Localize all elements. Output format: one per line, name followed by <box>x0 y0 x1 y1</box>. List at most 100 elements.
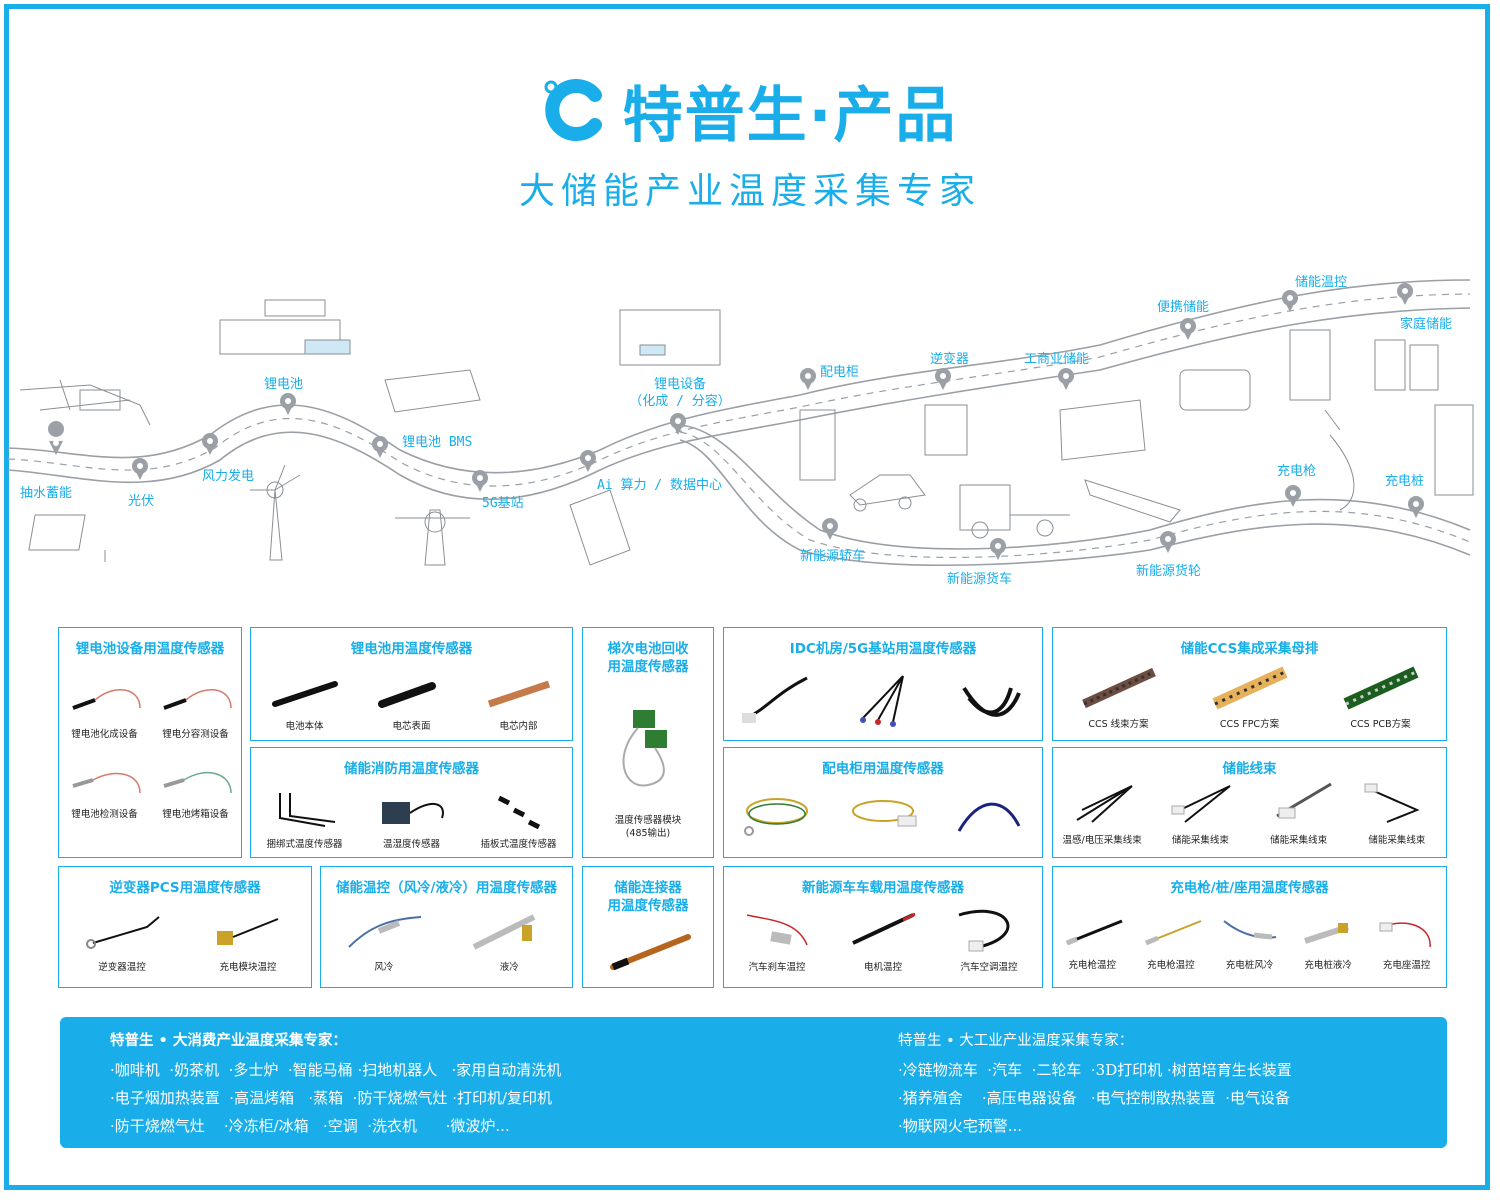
map-label-home: 家庭储能 <box>1400 317 1453 332</box>
map-label-truck: 新能源货车 <box>947 572 1013 587</box>
card-title-line-1: 储能连接器 <box>614 880 682 896</box>
card-vehicle: 新能源车车载用温度传感器 汽车刹车温控 电机温控 汽车空调温控 <box>723 866 1043 988</box>
map-label-pumped: 抽水蓄能 <box>20 486 73 501</box>
card-battery-recycling: 梯次电池回收用温度传感器 温度传感器模块 (485输出) <box>582 627 714 858</box>
card-battery-equipment: 锂电池设备用温度传感器 锂电池化成设备 锂电分容测设备 锂电池检测设备 锂电池烤… <box>58 627 242 858</box>
map-label-battery: 锂电池 <box>264 377 304 392</box>
item-caption: 汽车空调温控 <box>960 962 1018 973</box>
footer-consumer: 特普生 • 大消费产业温度采集专家： ·咖啡机 ·奶茶机 ·多士炉 ·智能马桶 … <box>110 1029 561 1140</box>
card-title: 储能连接器用温度传感器 <box>583 879 713 915</box>
item-caption: 风冷 <box>374 962 394 973</box>
footer-consumer-line: ·电子烟加热装置 ·高温烤箱 ·蒸箱 ·防干烧燃气灶 ·打印机/复印机 <box>110 1089 553 1107</box>
map-label-bms: 锂电池 BMS <box>402 435 473 450</box>
item-caption: 电池本体 <box>285 721 324 732</box>
application-map: 抽水蓄能 光伏 风力发电 锂电池 锂电池 BMS 5G基站 锂电设备 （化成 /… <box>0 260 1500 620</box>
card-title: 储能CCS集成采集母排 <box>1180 641 1319 657</box>
footer-consumer-head: 特普生 • 大消费产业温度采集专家： <box>110 1033 347 1049</box>
card-ccs-busbar: 储能CCS集成采集母排 CCS 线束方案 CCS FPC方案 CCS PCB方案 <box>1052 627 1447 741</box>
celsius-logo-icon <box>543 79 605 141</box>
footer-industrial-line: ·物联网火宅预警... <box>898 1117 1023 1135</box>
card-title: 梯次电池回收用温度传感器 <box>583 640 713 676</box>
map-label-ai: Ai 算力 / 数据中心 <box>597 478 722 493</box>
map-label-wind: 风力发电 <box>202 469 255 484</box>
card-title-line-2: 用温度传感器 <box>607 659 689 675</box>
card-harness: 储能线束 温感/电压采集线束 储能采集线束 储能采集线束 储能采集线束 <box>1052 747 1447 858</box>
map-label-portable: 便携储能 <box>1157 300 1210 315</box>
footer-industrial-head: 特普生 • 大工业产业温度采集专家： <box>898 1033 1134 1049</box>
item-caption: 充电桩风冷 <box>1225 960 1274 971</box>
item-caption: 捆绑式温度传感器 <box>266 839 343 850</box>
header: 特普生·产品 <box>0 70 1500 151</box>
card-title: 锂电池用温度传感器 <box>350 641 473 657</box>
item-caption: 充电枪温控 <box>1147 960 1195 971</box>
sensor-module-image <box>622 710 667 787</box>
item-caption: CCS FPC方案 <box>1219 719 1280 730</box>
card-title: 储能消防用温度传感器 <box>344 761 479 777</box>
footer-banner: 特普生 • 大消费产业温度采集专家： ·咖啡机 ·奶茶机 ·多士炉 ·智能马桶 … <box>60 1017 1447 1148</box>
card-title: 充电枪/桩/座用温度传感器 <box>1170 880 1329 896</box>
card-thermal-control: 储能温控（风冷/液冷）用温度传感器 风冷 液冷 <box>320 866 573 988</box>
card-distribution: 配电柜用温度传感器 <box>723 747 1043 858</box>
connector-sensor-image <box>610 934 691 971</box>
item-caption: 温度传感器模块 <box>614 815 682 826</box>
item-caption: 充电模块温控 <box>219 962 277 973</box>
item-caption: 充电桩液冷 <box>1304 960 1352 971</box>
map-label-car: 新能源轿车 <box>800 549 866 564</box>
map-label-5g: 5G基站 <box>482 496 524 511</box>
item-caption: 电机温控 <box>863 962 902 973</box>
item-caption: 温感/电压采集线束 <box>1062 835 1142 846</box>
card-fire-protection: 储能消防用温度传感器 捆绑式温度传感器 温湿度传感器 插板式温度传感器 <box>250 747 573 858</box>
map-label-dist: 配电柜 <box>820 365 860 380</box>
map-label-ctrl: 储能温控 <box>1295 275 1348 290</box>
item-caption: 锂电池烤箱设备 <box>162 809 229 820</box>
item-caption: 充电座温控 <box>1382 960 1431 971</box>
footer-industrial-line: ·冷链物流车 ·汽车 ·二轮车 ·3D打印机 ·树苗培育生长装置 <box>898 1061 1292 1079</box>
footer-industrial: 特普生 • 大工业产业温度采集专家： ·冷链物流车 ·汽车 ·二轮车 ·3D打印… <box>898 1029 1292 1140</box>
map-label-equip-sub: （化成 / 分容） <box>629 394 731 409</box>
card-title: IDC机房/5G基站用温度传感器 <box>789 641 977 657</box>
item-caption: CCS 线束方案 <box>1088 719 1149 730</box>
map-label-inverter: 逆变器 <box>930 352 970 367</box>
card-inverter-pcs: 逆变器PCS用温度传感器 逆变器温控 充电模块温控 <box>58 866 312 988</box>
footer-consumer-line: ·咖啡机 ·奶茶机 ·多士炉 ·智能马桶 ·扫地机器人 ·家用自动清洗机 <box>110 1061 562 1079</box>
item-caption: 逆变器温控 <box>98 962 146 973</box>
item-caption: 锂电池检测设备 <box>71 809 138 820</box>
map-label-pile: 充电桩 <box>1385 474 1425 489</box>
footer-industrial-line: ·猪养殖舍 ·高压电器设备 ·电气控制散热装置 ·电气设备 <box>898 1089 1290 1107</box>
item-caption: 储能采集线束 <box>1171 835 1229 846</box>
card-charging: 充电枪/桩/座用温度传感器 充电枪温控 充电枪温控 充电桩风冷 充电桩液冷 充电… <box>1052 866 1447 988</box>
map-label-ci: 工商业储能 <box>1024 352 1090 367</box>
card-idc-5g: IDC机房/5G基站用温度传感器 <box>723 627 1043 741</box>
card-title: 储能线束 <box>1222 761 1277 777</box>
item-caption: 汽车刹车温控 <box>748 962 806 973</box>
item-caption: 储能采集线束 <box>1270 835 1328 846</box>
item-caption: (485输出) <box>625 828 671 839</box>
item-caption: 电芯内部 <box>499 721 538 732</box>
card-title: 配电柜用温度传感器 <box>822 761 944 777</box>
map-label-gun: 充电枪 <box>1277 464 1317 479</box>
card-title-line-1: 梯次电池回收 <box>607 641 689 657</box>
item-caption: 储能采集线束 <box>1368 835 1426 846</box>
item-caption: CCS PCB方案 <box>1350 719 1411 730</box>
card-title-line-2: 用温度传感器 <box>607 898 689 914</box>
item-caption: 温湿度传感器 <box>382 839 440 850</box>
footer-consumer-line: ·防干烧燃气灶 ·冷冻柜/冰箱 ·空调 ·洗衣机 ·微波炉... <box>110 1117 510 1135</box>
card-connector: 储能连接器用温度传感器 <box>582 866 714 988</box>
map-illustrations <box>19 299 1474 566</box>
location-pins <box>48 283 1424 560</box>
card-title: 逆变器PCS用温度传感器 <box>109 880 261 896</box>
page-subtitle: 大储能产业温度采集专家 <box>518 171 981 212</box>
map-label-equip: 锂电设备 <box>653 377 706 392</box>
card-title: 储能温控（风冷/液冷）用温度传感器 <box>336 880 557 896</box>
card-battery: 锂电池用温度传感器 电池本体 电芯表面 电芯内部 <box>250 627 573 741</box>
item-caption: 锂电池化成设备 <box>71 729 138 740</box>
item-caption: 插板式温度传感器 <box>480 839 557 850</box>
item-caption: 电芯表面 <box>392 721 431 732</box>
item-caption: 充电枪温控 <box>1068 960 1117 971</box>
map-label-pv: 光伏 <box>128 494 155 509</box>
card-title: 新能源车车载用温度传感器 <box>802 880 964 896</box>
item-caption: 液冷 <box>499 962 519 973</box>
brand-title: 特普生·产品 <box>622 80 958 151</box>
page-frame <box>4 4 1490 1190</box>
item-caption: 锂电分容测设备 <box>162 729 229 740</box>
